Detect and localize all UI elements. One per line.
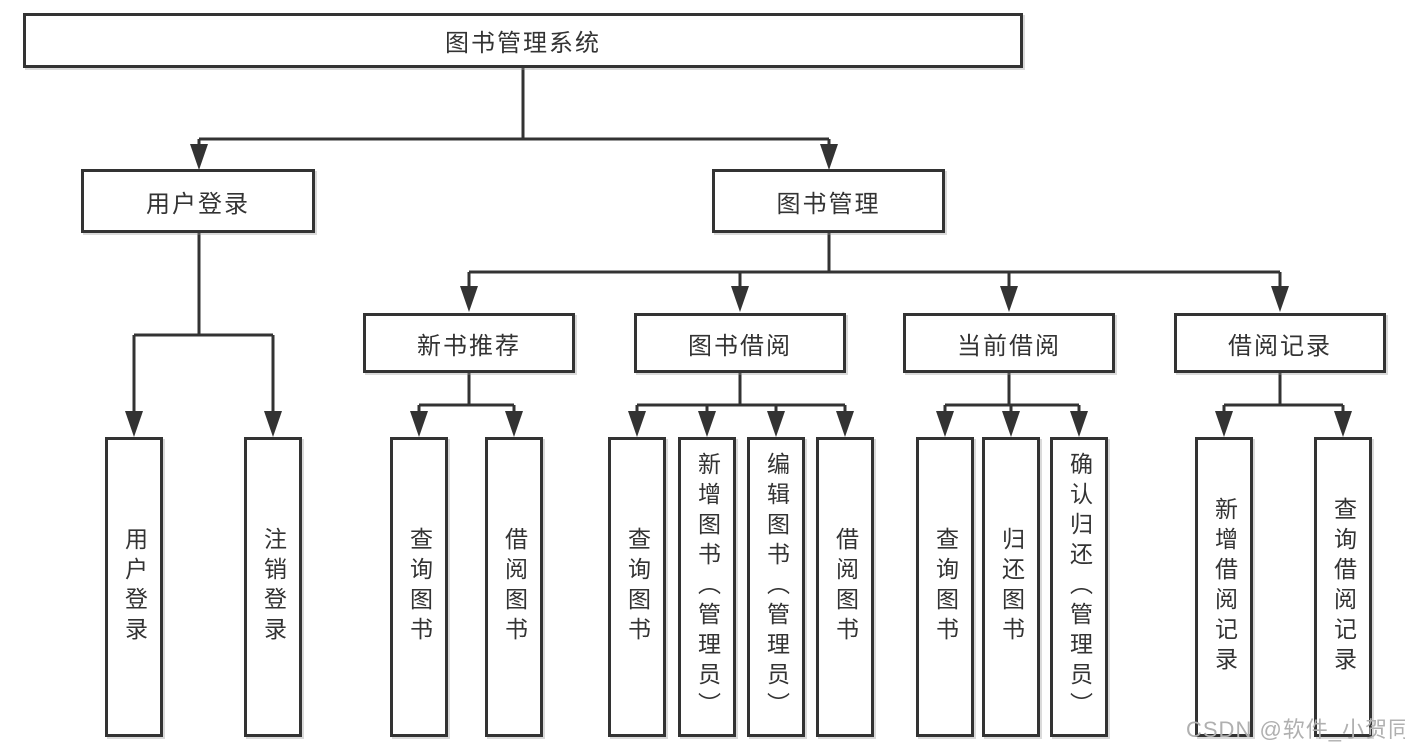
node-edit-books-admin: 编辑图书（管理员）	[747, 437, 805, 737]
node-query-books-current: 查询图书	[916, 437, 974, 737]
arrowhead	[628, 411, 646, 437]
arrowhead	[820, 144, 838, 170]
node-library-management-system: 图书管理系统	[23, 13, 1023, 68]
node-user-login-module: 用户登录	[81, 169, 315, 233]
node-query-borrow-record: 查询借阅记录	[1314, 437, 1372, 737]
arrowhead	[125, 411, 143, 437]
arrowhead	[1271, 286, 1289, 312]
arrowhead	[460, 286, 478, 312]
arrowhead	[698, 411, 716, 437]
node-book-management-module: 图书管理	[712, 169, 945, 233]
arrowhead	[1215, 411, 1233, 437]
arrowhead	[936, 411, 954, 437]
node-user-login-leaf: 用户登录	[105, 437, 163, 737]
arrowhead	[505, 411, 523, 437]
node-borrowing-records: 借阅记录	[1174, 313, 1386, 373]
node-new-book-recommend: 新书推荐	[363, 313, 575, 373]
node-borrow-books-borrowing: 借阅图书	[816, 437, 874, 737]
node-book-borrowing: 图书借阅	[634, 313, 846, 373]
arrowhead	[410, 411, 428, 437]
node-add-books-admin: 新增图书（管理员）	[678, 437, 736, 737]
arrowhead	[1000, 286, 1018, 312]
arrowhead	[1070, 411, 1088, 437]
node-query-books-borrowing: 查询图书	[608, 437, 666, 737]
arrowhead	[731, 286, 749, 312]
arrowhead	[264, 411, 282, 437]
arrowhead	[190, 144, 208, 170]
node-query-books-recommend: 查询图书	[390, 437, 448, 737]
arrowhead	[836, 411, 854, 437]
arrowhead	[767, 411, 785, 437]
node-borrow-books-recommend: 借阅图书	[485, 437, 543, 737]
arrowhead	[1334, 411, 1352, 437]
arrowhead	[1002, 411, 1020, 437]
node-return-books: 归还图书	[982, 437, 1040, 737]
node-current-borrowing: 当前借阅	[903, 313, 1115, 373]
node-confirm-return-admin: 确认归还（管理员）	[1050, 437, 1108, 737]
csdn-watermark: CSDN @软件_小贺同学	[1186, 717, 1405, 742]
node-logout: 注销登录	[244, 437, 302, 737]
node-add-borrow-record: 新增借阅记录	[1195, 437, 1253, 737]
